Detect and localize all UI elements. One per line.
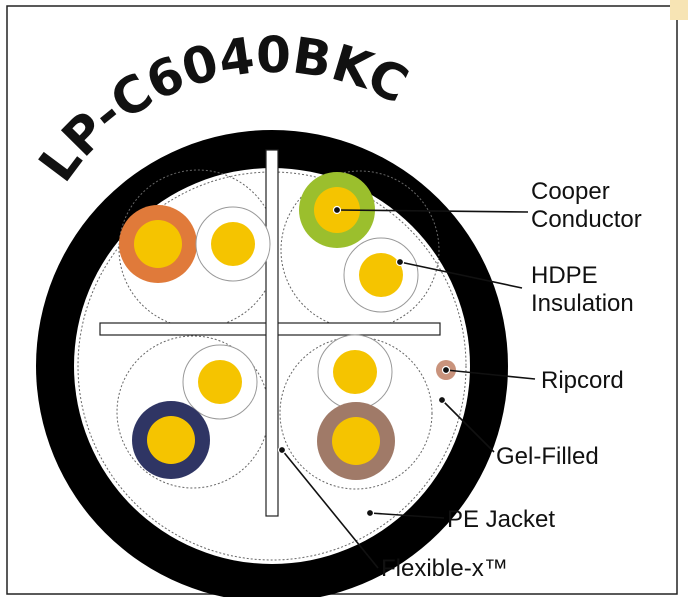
copper-core	[211, 222, 255, 266]
leader-dots	[277, 205, 451, 518]
copper-core	[198, 360, 242, 404]
copper-core	[147, 416, 195, 464]
pair-orange	[119, 205, 271, 283]
label-pe-jacket: PE Jacket	[447, 506, 555, 533]
leader-insulation	[399, 261, 523, 289]
label-conductor-line1: Cooper	[531, 178, 610, 205]
leader-lines	[281, 209, 536, 569]
pair-boundary-top-right	[280, 170, 440, 330]
leader-gel	[441, 399, 495, 453]
label-ripcord: Ripcord	[541, 367, 624, 394]
copper-core	[332, 417, 380, 465]
copper-core	[359, 253, 403, 297]
leader-separator	[281, 449, 379, 569]
copper-core	[333, 350, 377, 394]
label-gel-filled: Gel-Filled	[496, 443, 599, 470]
label-insulation-line2: Insulation	[531, 290, 634, 317]
copper-core	[134, 220, 182, 268]
leader-ripcord	[445, 369, 536, 380]
label-conductor-line2: Conductor	[531, 206, 642, 233]
corner-accent	[670, 0, 688, 20]
label-flexible-x: Flexible-x™	[381, 555, 508, 582]
label-insulation-line1: HDPE	[531, 262, 598, 289]
leader-conductor	[336, 209, 529, 213]
pair-blue	[132, 344, 258, 479]
pair-brown	[317, 334, 395, 480]
leader-jacket	[369, 512, 445, 519]
